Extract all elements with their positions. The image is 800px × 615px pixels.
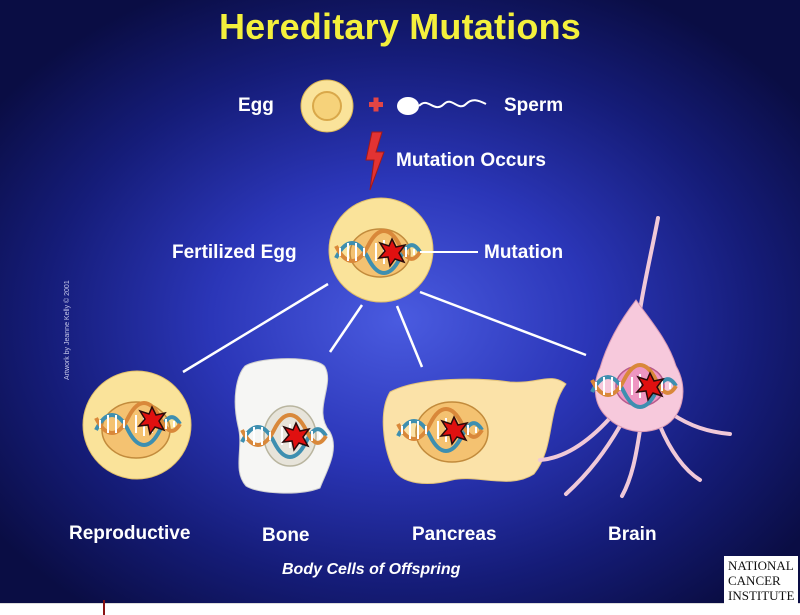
- sperm-label: Sperm: [504, 95, 564, 116]
- reproductive-cell: [82, 370, 192, 480]
- sperm-cell: [397, 97, 487, 115]
- body-cells-caption: Body Cells of Offspring: [282, 561, 461, 578]
- nci-logo: NATIONAL CANCER INSTITUTE: [724, 556, 798, 606]
- bone-cell: [234, 358, 334, 494]
- footer-marker: [103, 600, 105, 615]
- pancreas-label: Pancreas: [412, 524, 497, 545]
- artwork-credit: Artwork by Jeanne Kelly © 2001: [64, 280, 71, 380]
- egg-cell: [300, 79, 354, 133]
- plus-icon: [369, 97, 383, 112]
- bone-label: Bone: [262, 525, 310, 546]
- mutation-label: Mutation: [484, 242, 564, 263]
- pancreas-cell: [382, 378, 567, 484]
- mutation-occurs-label: Mutation Occurs: [396, 150, 546, 171]
- lineage-lines: [182, 282, 587, 374]
- logo-line: NATIONAL: [728, 558, 794, 573]
- brain-cell: [538, 216, 732, 498]
- fertilized-egg-label: Fertilized Egg: [172, 242, 297, 263]
- brain-label: Brain: [608, 524, 657, 545]
- slide-title: Hereditary Mutations: [218, 6, 582, 47]
- egg-label: Egg: [238, 95, 274, 116]
- footer-strip: [0, 603, 800, 615]
- fertilized-egg-cell: [328, 197, 434, 303]
- logo-line: CANCER: [728, 573, 781, 588]
- logo-line: INSTITUTE: [728, 588, 795, 603]
- reproductive-label: Reproductive: [69, 523, 191, 544]
- lightning-icon: [365, 131, 385, 191]
